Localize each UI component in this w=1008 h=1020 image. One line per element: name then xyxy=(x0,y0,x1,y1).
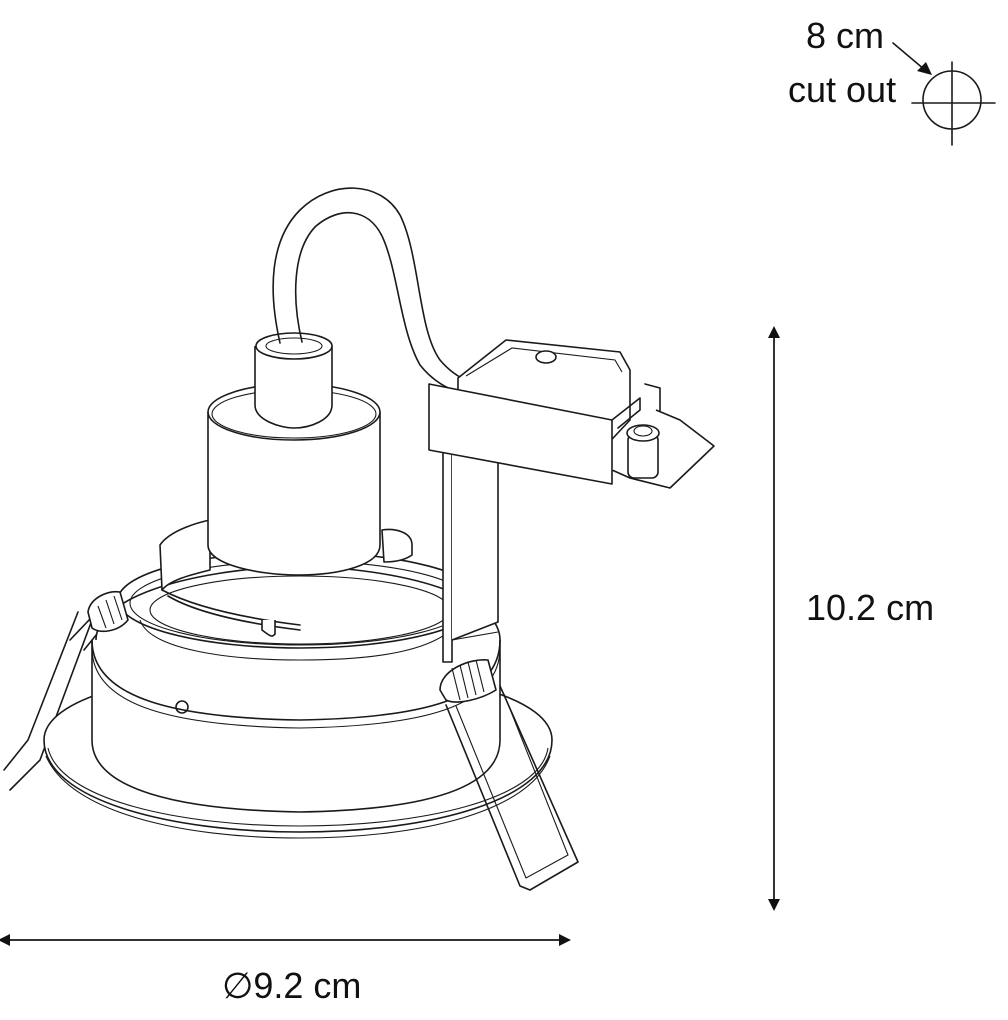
housing-body xyxy=(91,639,501,813)
lamp-socket xyxy=(207,332,381,576)
diameter-dimension-label: ∅9.2 cm xyxy=(222,965,362,1006)
mounting-bracket xyxy=(442,429,499,663)
height-dimension-label: 10.2 cm xyxy=(806,587,935,628)
cutout-symbol-icon xyxy=(892,42,996,146)
connection-box xyxy=(428,339,715,489)
retaining-clip xyxy=(159,519,413,637)
right-spring-clip xyxy=(439,659,579,891)
left-clip-coil xyxy=(87,590,129,633)
power-cable xyxy=(272,187,471,393)
cutout-text-label: cut out xyxy=(788,69,897,110)
cutout-size-label: 8 cm xyxy=(806,15,885,56)
